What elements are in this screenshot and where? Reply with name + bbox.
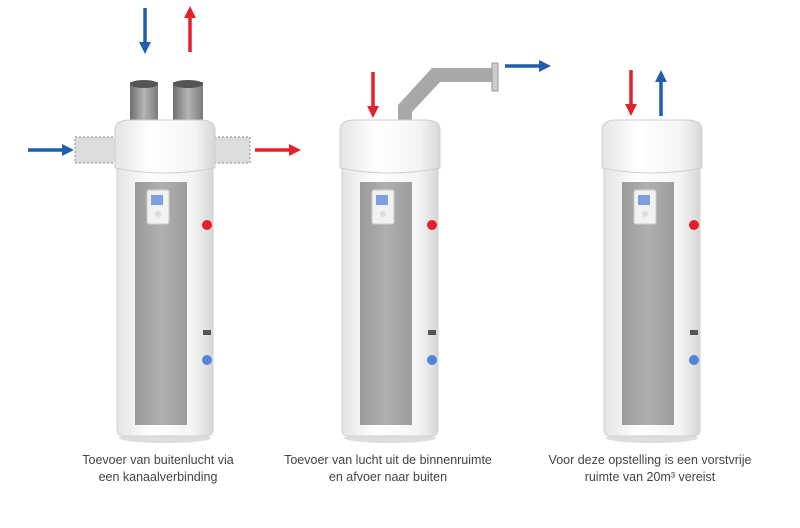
caption-line: Voor deze opstelling is een vorstvrije xyxy=(548,453,752,467)
caption-indoor-air: Toevoer van lucht uit de binnenruimte en… xyxy=(258,452,518,486)
heat-pump-boiler-1 xyxy=(114,119,216,444)
caption-line: Toevoer van buitenlucht via xyxy=(82,453,234,467)
ducts-outside-air xyxy=(74,80,251,164)
heat-pump-boiler-3 xyxy=(601,119,703,444)
caption-line: en afvoer naar buiten xyxy=(328,470,448,484)
caption-frost-free-room: Voor deze opstelling is een vorstvrije r… xyxy=(520,452,780,486)
caption-line: een kanaalverbinding xyxy=(98,470,218,484)
heat-pump-boiler-2 xyxy=(339,119,441,444)
caption-outside-air: Toevoer van buitenlucht via een kanaalve… xyxy=(28,452,288,486)
caption-line: Toevoer van lucht uit de binnenruimte xyxy=(284,453,492,467)
duct-exhaust xyxy=(398,62,499,122)
caption-line: ruimte van 20m³ vereist xyxy=(584,470,716,484)
